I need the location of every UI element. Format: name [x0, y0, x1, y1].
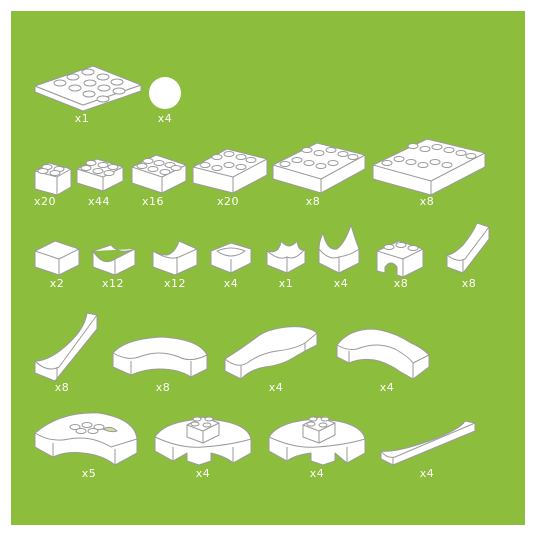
- marble-icon: [149, 77, 181, 109]
- marble-piece: [147, 75, 183, 111]
- arch-brick-icon: [376, 240, 424, 278]
- brick-2x2-icon: [34, 162, 72, 196]
- brick-2x10-icon: [372, 138, 486, 196]
- chute-short-icon: [446, 222, 490, 274]
- channel-bowl-icon: [210, 242, 252, 274]
- straight-track-long-icon: [380, 420, 476, 466]
- bowl-tower-left-piece: [151, 407, 257, 469]
- curve-half-count: x8: [155, 381, 171, 394]
- curve-half-piece: [109, 333, 211, 383]
- baseplate-count: x1: [74, 112, 90, 125]
- funnel-dish-piece: [31, 407, 143, 469]
- ramp-long-icon: [34, 312, 98, 382]
- curve-half-icon: [112, 336, 208, 378]
- brick-2x3-count: x44: [87, 195, 111, 208]
- parts-panel: x1 x4 x20 x44 x16: [11, 11, 525, 525]
- bowl-tower-right-count: x4: [309, 467, 325, 480]
- baseplate-icon: [34, 65, 142, 112]
- brick-2x4-piece: [128, 151, 190, 197]
- channel-straight-icon: [92, 244, 136, 276]
- curve-s-left-count: x4: [268, 381, 284, 394]
- curve-s-left-piece: [221, 323, 321, 383]
- channel-cross-icon: [266, 240, 306, 274]
- straight-track-long-piece: [377, 419, 481, 469]
- funnel-dish-icon: [34, 412, 138, 466]
- chute-short-count: x8: [461, 277, 477, 290]
- bowl-tower-right-icon: [268, 416, 366, 466]
- bowl-tower-left-count: x4: [195, 467, 211, 480]
- channel-bowl-piece: [207, 239, 255, 279]
- cube-block-count: x2: [49, 277, 65, 290]
- curve-s-left-icon: [224, 326, 318, 380]
- brick-2x8-icon: [272, 142, 366, 194]
- cube-block-icon: [34, 240, 80, 276]
- channel-straight-piece: [89, 237, 139, 279]
- straight-track-long-count: x4: [419, 467, 435, 480]
- channel-bowl-count: x4: [223, 277, 239, 290]
- channel-steep-count: x4: [333, 277, 349, 290]
- brick-2x2-count: x20: [33, 195, 57, 208]
- brick-2x4-count: x16: [141, 195, 165, 208]
- curve-s-right-count: x4: [379, 381, 395, 394]
- brick-2x2-piece: [31, 157, 77, 201]
- brick-2x8-count: x8: [305, 195, 321, 208]
- arch-brick-count: x8: [393, 277, 409, 290]
- brick-2x4-icon: [131, 154, 187, 194]
- channel-steep-icon: [318, 224, 360, 274]
- channel-straight-count: x12: [101, 277, 125, 290]
- curve-s-right-icon: [336, 328, 430, 380]
- cube-block-piece: [31, 237, 83, 279]
- brick-2x10-count: x8: [419, 195, 435, 208]
- chute-short-piece: [443, 219, 493, 279]
- brick-2x10-piece: [369, 137, 489, 199]
- bowl-tower-right-piece: [265, 407, 371, 469]
- ramp-long-count: x8: [54, 381, 70, 394]
- baseplate-piece: [33, 44, 153, 114]
- ramp-long-piece: [31, 311, 103, 383]
- funnel-dish-count: x5: [81, 467, 97, 480]
- channel-corner-icon: [152, 240, 198, 276]
- brick-2x6-count: x20: [216, 195, 240, 208]
- curve-s-right-piece: [333, 323, 433, 383]
- brick-2x8-piece: [269, 139, 369, 197]
- brick-2x6-icon: [192, 148, 268, 194]
- brick-2x3-icon: [76, 158, 124, 192]
- marble-count: x4: [157, 112, 173, 125]
- channel-cross-count: x1: [278, 277, 294, 290]
- brick-2x3-piece: [73, 153, 127, 197]
- channel-steep-piece: [315, 219, 365, 279]
- brick-2x6-piece: [189, 145, 273, 197]
- channel-corner-piece: [149, 235, 201, 279]
- channel-corner-count: x12: [163, 277, 187, 290]
- bowl-tower-left-icon: [154, 416, 252, 466]
- channel-cross-piece: [263, 233, 309, 279]
- arch-brick-piece: [373, 235, 427, 279]
